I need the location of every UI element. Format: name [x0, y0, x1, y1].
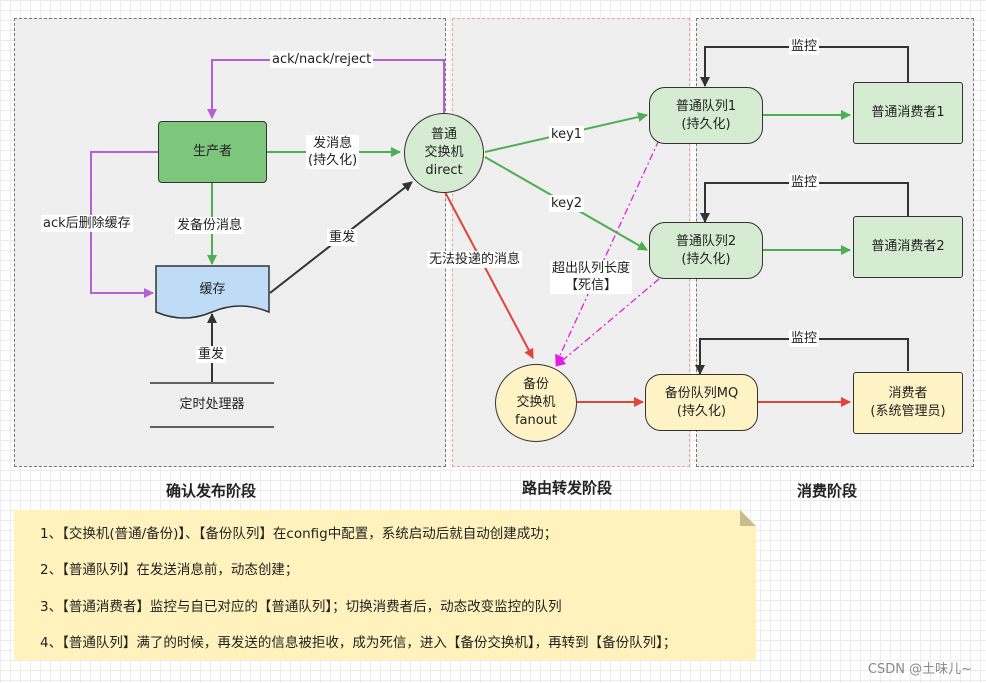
stage-panel-confirm: [14, 18, 446, 467]
stage-title-confirm: 确认发布阶段: [166, 482, 257, 500]
queue1-node: 普通队列1 (持久化): [649, 87, 763, 144]
label-resend-bottom: 重发: [196, 346, 227, 363]
consumer2-node: 普通消费者2: [853, 216, 963, 278]
watermark: CSDN @土味儿~: [867, 662, 972, 677]
cache-node: 缓存: [199, 282, 226, 297]
stage-title-consume: 消费阶段: [797, 482, 858, 500]
admin-consumer-node: 消费者 (系统管理员): [853, 372, 963, 434]
consumer1-node: 普通消费者1: [853, 82, 963, 144]
timer-node: 定时处理器: [179, 397, 245, 412]
label-send-backup: 发备份消息: [175, 217, 245, 234]
note-line-2: 2、【普通队列】在发送消息前，动态创建；: [40, 562, 299, 578]
label-monitor3: 监控: [789, 330, 820, 347]
stage-title-route: 路由转发阶段: [522, 479, 613, 497]
label-send: 发消息 (持久化): [306, 135, 360, 169]
label-ack-delete: ack后删除缓存: [41, 215, 133, 232]
producer-node: 生产者: [158, 121, 267, 183]
label-undeliverable: 无法投递的消息: [427, 251, 523, 268]
edge-overflow-q1: [555, 139, 660, 365]
label-resend-top: 重发: [327, 229, 358, 246]
label-ack: ack/nack/reject: [270, 51, 374, 68]
label-overflow: 超出队列长度 【死信】: [550, 260, 633, 294]
label-key1: key1: [549, 126, 585, 143]
notes-panel: 1、【交换机(普通/备份)】、【备份队列】在config中配置，系统启动后就自动…: [14, 510, 756, 660]
direct-exchange-node: 普通 交换机 direct: [404, 113, 484, 193]
queue2-node: 普通队列2 (持久化): [649, 222, 763, 279]
backup-queue-node: 备份队列MQ (持久化): [645, 374, 758, 431]
label-monitor1: 监控: [789, 38, 820, 55]
note-line-1: 1、【交换机(普通/备份)】、【备份队列】在config中配置，系统启动后就自动…: [40, 526, 558, 542]
note-line-4: 4、【普通队列】满了的时候，再发送的信息被拒收，成为死信，进入【备份交换机】，再…: [40, 635, 677, 651]
edge-undeliverable: [444, 191, 534, 359]
note-fold-corner: [740, 510, 756, 526]
note-line-3: 3、【普通消费者】监控与自已对应的【普通队列】；切换消费者后，动态改变监控的队列: [40, 599, 562, 615]
fanout-exchange-node: 备份 交换机 fanout: [495, 364, 577, 442]
cache-shape: [155, 265, 270, 319]
label-key2: key2: [549, 195, 585, 212]
label-monitor2: 监控: [789, 174, 820, 191]
